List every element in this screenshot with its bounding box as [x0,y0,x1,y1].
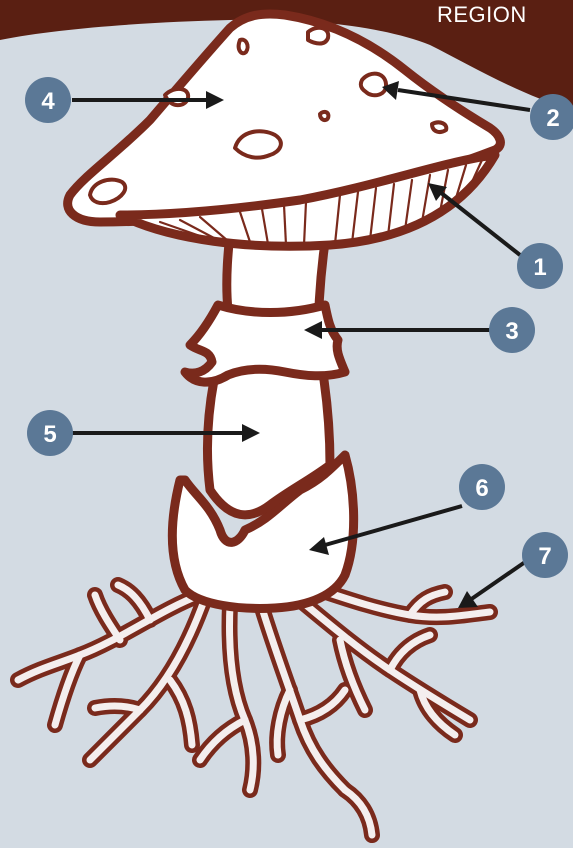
marker-6: 6 [459,464,505,510]
marker-3: 3 [489,307,535,353]
svg-text:3: 3 [505,318,518,345]
svg-text:6: 6 [475,475,488,502]
marker-1: 1 [517,243,563,289]
svg-text:1: 1 [533,254,546,281]
mycelium-roots [18,585,490,835]
marker-7: 7 [522,532,568,578]
marker-2: 2 [530,94,573,140]
svg-text:5: 5 [43,421,56,448]
header-label: REGION [437,2,527,27]
svg-text:2: 2 [546,105,559,132]
marker-5: 5 [27,410,73,456]
ring-annulus [185,305,345,382]
marker-4: 4 [25,77,71,123]
svg-text:7: 7 [538,543,551,570]
svg-text:4: 4 [41,88,55,115]
